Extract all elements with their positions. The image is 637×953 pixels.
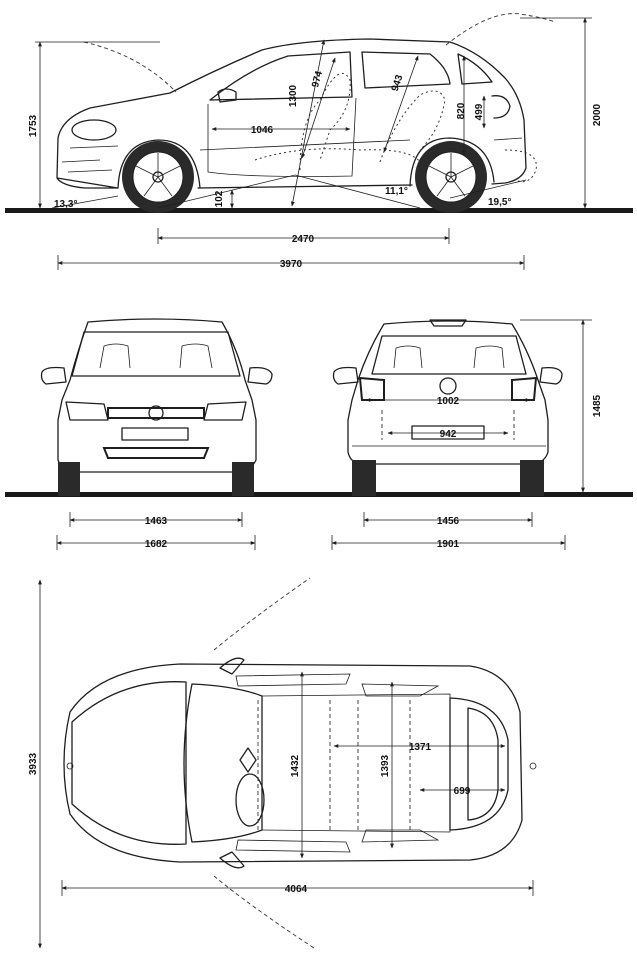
label-boot-height: 820 [456, 102, 467, 119]
top-seat-ghosts [257, 700, 411, 830]
side-rear-window [361, 51, 451, 89]
label-overall-width: 1682 [145, 539, 168, 550]
front-wheel-arch [117, 139, 201, 189]
front-right-headlight [203, 401, 247, 421]
label-height-open-tailgate: 2000 [592, 103, 603, 126]
rear-view: 1002 942 1485 1456 1901 [331, 319, 603, 550]
label-boot-length: 699 [454, 786, 471, 797]
departure-angle-line [449, 179, 527, 199]
label-approach-angle: 13,3° [54, 199, 77, 210]
front-body-outline [57, 318, 257, 473]
rear-left-tyre [352, 460, 376, 496]
rear-body-outline [347, 320, 549, 465]
label-rear-height: 1485 [592, 394, 603, 417]
label-length-top: 3933 [28, 752, 39, 775]
tailgate-open-ghost [504, 149, 537, 183]
ground-line-2 [5, 492, 633, 497]
front-bumper-lines [61, 159, 113, 173]
hood-swing-arc [83, 41, 177, 93]
front-lower-grille [102, 447, 210, 459]
top-seat-outline [235, 773, 265, 827]
rear-window [371, 335, 527, 375]
top-hood [71, 681, 187, 845]
ramp-angle-line [157, 174, 421, 209]
front-left-headlight [65, 401, 109, 421]
top-tailgate-glass [467, 707, 499, 821]
label-departure-angle: 19,5° [488, 197, 511, 208]
side-view: 1753 2000 1300 974 943 1046 820 499 102 … [5, 13, 633, 270]
side-mirror [217, 88, 237, 103]
front-seat-headrests [99, 343, 213, 369]
front-windshield [71, 331, 241, 377]
top-left-mirror [219, 657, 245, 675]
label-headroom-rear: 943 [390, 73, 406, 93]
side-quarter-window [457, 53, 493, 85]
rear-right-mirror [539, 366, 563, 385]
label-interior-width-rear: 1393 [380, 754, 391, 777]
dim-headroom-front [301, 57, 336, 159]
label-ground-clearance: 102 [214, 190, 225, 207]
side-headlight [71, 119, 117, 141]
rear-right-taillight [511, 376, 538, 401]
top-door-swing-arcs [213, 577, 315, 949]
door-outline [207, 97, 357, 177]
side-front-window [209, 51, 353, 101]
rear-seat-headrests [393, 345, 505, 369]
rear-seat-ghost [379, 90, 446, 163]
rear-wheel [415, 141, 487, 213]
side-taillight [491, 95, 511, 119]
dim-headroom-rear [383, 55, 419, 153]
label-width-mirrors: 1901 [437, 539, 460, 550]
top-body-outline [63, 663, 523, 863]
label-length-doors-open: 4064 [285, 884, 308, 895]
front-left-mirror [40, 366, 67, 385]
top-left-side-windows [235, 673, 440, 697]
front-wheel [122, 141, 194, 213]
label-wheelbase: 2470 [292, 234, 315, 245]
front-vw-logo [148, 405, 164, 421]
label-overall-length: 3970 [280, 259, 303, 270]
rear-right-tyre [520, 460, 544, 496]
rear-wheel-arch [409, 137, 495, 187]
label-overall-height: 1753 [28, 114, 39, 137]
top-rear-hinge [529, 762, 537, 770]
front-grille [107, 407, 205, 419]
label-boot-opening-height: 499 [474, 103, 485, 120]
label-ramp-angle: 11,1° [385, 186, 408, 197]
top-view: 3933 1432 1393 1371 699 4064 [28, 577, 537, 949]
label-track-rear: 1456 [437, 516, 460, 527]
ground-line [5, 208, 633, 213]
label-interior-height: 1300 [288, 84, 299, 107]
front-plate [121, 427, 189, 441]
floor-ghost [254, 148, 421, 163]
approach-angle-line [51, 195, 119, 209]
top-right-side-windows [235, 829, 440, 853]
rear-spoiler [429, 319, 467, 327]
rear-vw-logo [439, 377, 457, 395]
label-boot-opening-width: 942 [440, 429, 457, 440]
front-right-mirror [247, 366, 273, 385]
front-right-tyre [232, 462, 254, 496]
rear-left-mirror [332, 366, 359, 385]
top-windshield [183, 683, 263, 843]
label-front-legroom: 1046 [251, 125, 274, 136]
label-headroom-front: 974 [310, 69, 325, 88]
top-front-badge [66, 762, 74, 770]
front-view: 1463 1682 [5, 318, 633, 550]
label-interior-width-front: 1432 [290, 754, 301, 777]
label-interior-length: 1371 [409, 742, 432, 753]
front-left-tyre [58, 462, 80, 496]
boot-opening-ghost [381, 410, 515, 440]
label-track-front: 1463 [145, 516, 168, 527]
rear-left-taillight [358, 376, 385, 401]
label-boot-width: 1002 [437, 396, 460, 407]
top-right-mirror [219, 851, 245, 869]
top-steering-wheel [239, 747, 257, 773]
top-rear-window [449, 697, 509, 831]
